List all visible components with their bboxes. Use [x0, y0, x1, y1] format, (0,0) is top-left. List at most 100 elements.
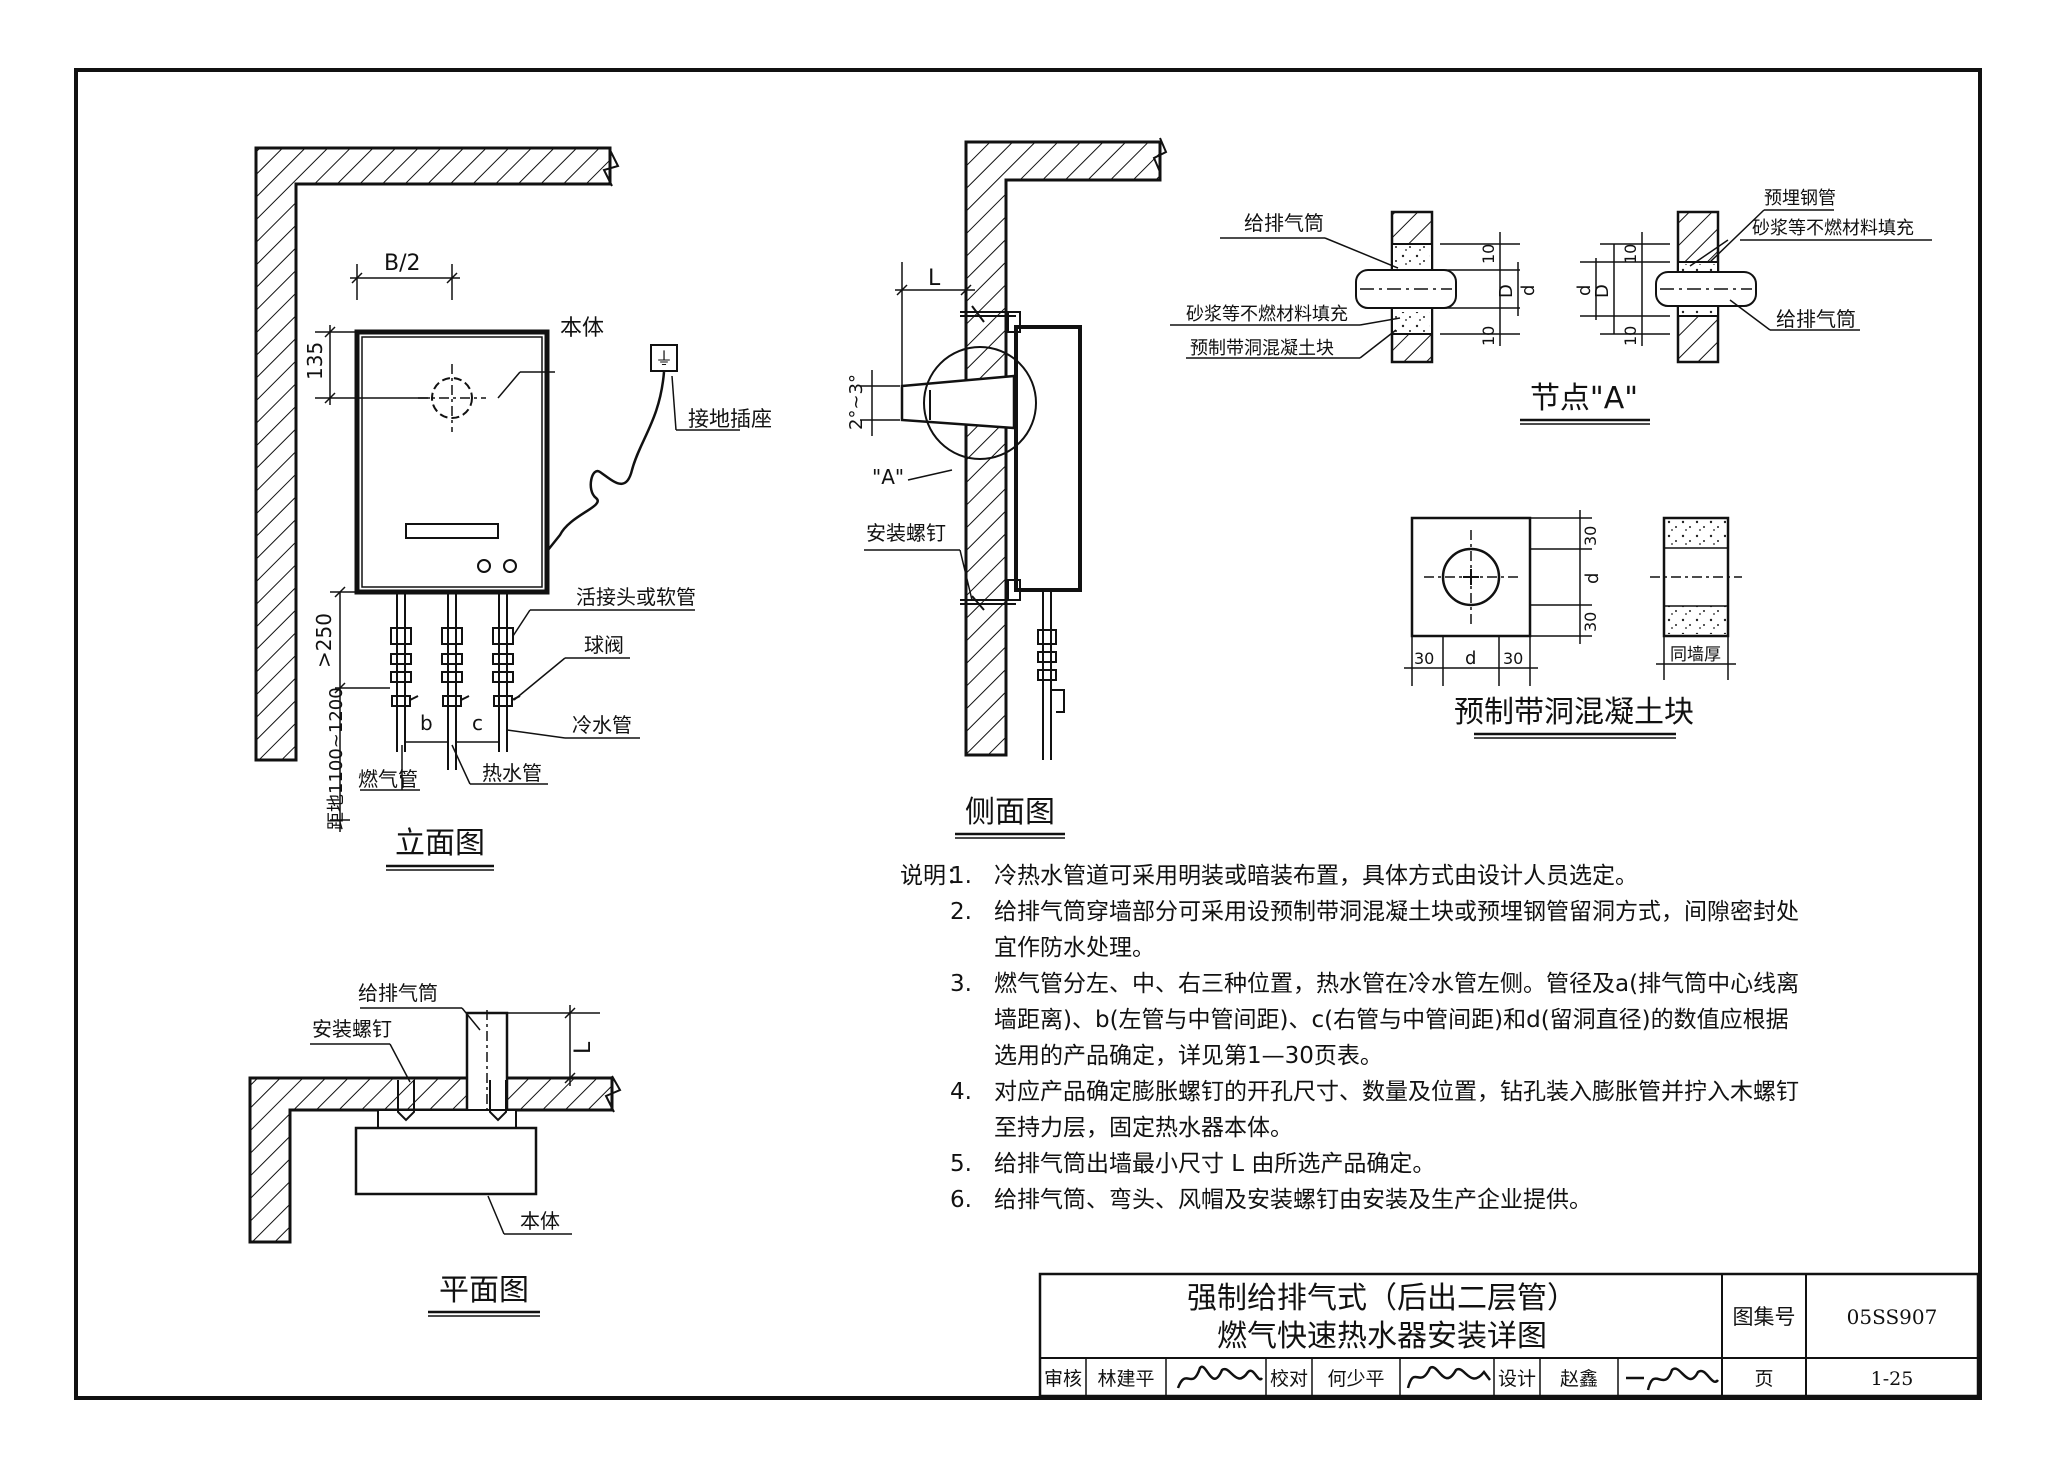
drawing-title-line1: 强制给排气式（后出二层管） — [1187, 1281, 1577, 1316]
label-node-dim-d: d — [1518, 285, 1539, 296]
label-dim-b: b — [420, 711, 433, 735]
label-cold-pipe: 冷水管 — [572, 713, 632, 737]
drawing-title-line2: 燃气快速热水器安装详图 — [1217, 1319, 1547, 1354]
side-title: 侧面图 — [965, 795, 1055, 830]
plan-body — [354, 1126, 538, 1196]
heater-body — [354, 329, 550, 595]
atlas-number: 05SS907 — [1847, 1305, 1938, 1329]
label-side-L: L — [928, 266, 941, 291]
note-number: 3. — [950, 971, 972, 997]
label-dim-135: 135 — [303, 342, 327, 380]
notes: 说明： 1. 冷热水管道可采用明装或暗装布置，具体方式由设计人员选定。 2. 给… — [900, 858, 1800, 1218]
label-node-dim-D: D — [1496, 284, 1517, 298]
note-number: 2. — [950, 899, 972, 925]
side-wall — [964, 140, 1162, 757]
reviewer-signature — [1176, 1365, 1264, 1389]
label-dim-250: >250 — [312, 613, 336, 668]
label-node-flue-right: 给排气筒 — [1776, 307, 1856, 331]
block-hole — [1441, 547, 1501, 607]
label-plan-body: 本体 — [520, 1209, 560, 1233]
elevation-title: 立面图 — [395, 826, 485, 861]
label-node-ref: "A" — [872, 465, 904, 489]
ground-cable — [547, 371, 666, 551]
title-block: 强制给排气式（后出二层管） 燃气快速热水器安装详图 图集号 05SS907 审核… — [1038, 1272, 1980, 1398]
note-text: 给排气筒、弯头、风帽及安装螺钉由安装及生产企业提供。 — [994, 1187, 1592, 1213]
note-item: 5. 给排气筒出墙最小尺寸 L 由所选产品确定。 — [900, 1146, 1800, 1182]
label-half-width: B/2 — [384, 251, 421, 276]
precast-block-detail: 30 d 30 30 d 30 同墙厚 预制带洞混凝土块 — [1404, 510, 1742, 739]
designer-name: 赵鑫 — [1560, 1368, 1598, 1390]
label-hot-pipe: 热水管 — [482, 761, 542, 785]
notes-lead: 说明： — [900, 863, 969, 889]
note-number: 4. — [950, 1079, 972, 1105]
block-title: 预制带洞混凝土块 — [1454, 695, 1694, 730]
note-text: 给排气筒穿墙部分可采用设预制带洞混凝土块或预埋钢管留洞方式，间隙密封处宜作防水处… — [994, 899, 1799, 961]
note-item: 3. 燃气管分左、中、右三种位置，热水管在冷水管左侧。管径及a(排气筒中心线离墙… — [900, 966, 1800, 1074]
label-body: 本体 — [560, 316, 604, 341]
label-node-precast: 预制带洞混凝土块 — [1190, 338, 1334, 359]
elevation-view: ⏚ B/2 本体 — [254, 146, 772, 871]
label-node-dim-10: 10 — [1479, 326, 1498, 346]
label-ground-socket: 接地插座 — [688, 407, 772, 431]
label-side-mount-screw: 安装螺钉 — [866, 521, 946, 545]
designer-signature — [1626, 1367, 1719, 1391]
label-block-dim-30: 30 — [1581, 612, 1600, 632]
label-node-dim-10: 10 — [1621, 244, 1640, 264]
heater-pipes — [390, 592, 521, 770]
label-ball-valve: 球阀 — [584, 633, 624, 657]
elevation-wall — [254, 146, 612, 762]
label-node-dim-10: 10 — [1621, 326, 1640, 346]
node-a-circle — [923, 346, 1037, 460]
label-node-dim-10: 10 — [1479, 244, 1498, 264]
knob-icon — [477, 559, 491, 573]
checker-name: 何少平 — [1327, 1368, 1384, 1390]
label-block-dim-d: d — [1582, 573, 1603, 584]
label-wall-thickness: 同墙厚 — [1670, 645, 1721, 665]
page-number: 1-25 — [1871, 1368, 1914, 1390]
node-a-title: 节点"A" — [1530, 381, 1638, 416]
checker-signature — [1406, 1365, 1491, 1389]
flue-pipe — [900, 374, 1016, 430]
label-block-dim-30: 30 — [1503, 649, 1523, 668]
label-node-dim-D: D — [1592, 284, 1613, 298]
plan-view: 给排气筒 安装螺钉 L 本体 平面图 — [248, 981, 622, 1317]
label-pipe-height: 距地1100~1200 — [326, 687, 347, 830]
page-label: 页 — [1754, 1368, 1773, 1390]
note-number: 1. — [950, 863, 972, 889]
note-item: 2. 给排气筒穿墙部分可采用设预制带洞混凝土块或预埋钢管留洞方式，间隙密封处宜作… — [900, 894, 1800, 966]
svg-text:⏚: ⏚ — [655, 349, 673, 370]
knob-icon — [503, 559, 517, 573]
label-block-dim-30: 30 — [1581, 526, 1600, 546]
design-label: 设计 — [1498, 1368, 1536, 1390]
note-item: 1. 冷热水管道可采用明装或暗装布置，具体方式由设计人员选定。 — [900, 858, 1800, 894]
label-node-mortar-right: 砂浆等不燃材料填充 — [1752, 218, 1914, 239]
label-plan-flue: 给排气筒 — [358, 981, 438, 1005]
side-view: L 2°~3° "A" 安装螺钉 侧面图 — [846, 137, 1168, 839]
atlas-label: 图集号 — [1733, 1305, 1796, 1329]
note-text: 给排气筒出墙最小尺寸 L 由所选产品确定。 — [994, 1151, 1436, 1177]
review-label: 审核 — [1044, 1368, 1082, 1390]
label-dim-c: c — [472, 711, 483, 735]
label-slope: 2°~3° — [846, 374, 867, 430]
label-plan-L: L — [571, 1041, 596, 1054]
ground-socket-icon — [650, 344, 678, 372]
note-number: 6. — [950, 1187, 972, 1213]
plan-title: 平面图 — [439, 1273, 529, 1308]
label-node-dim-d: d — [1574, 285, 1595, 296]
label-gas-pipe: 燃气管 — [358, 767, 418, 791]
note-item: 6. 给排气筒、弯头、风帽及安装螺钉由安装及生产企业提供。 — [900, 1182, 1800, 1218]
label-plan-mount-screw: 安装螺钉 — [312, 1017, 392, 1041]
note-text: 冷热水管道可采用明装或暗装布置，具体方式由设计人员选定。 — [994, 863, 1638, 889]
reviewer-name: 林建平 — [1097, 1368, 1154, 1390]
node-a-detail: 给排气筒 砂浆等不燃材料填充 预制带洞混凝土块 预埋钢管 砂浆等不燃材料填充 给… — [1170, 188, 1932, 425]
label-block-dim-30: 30 — [1414, 649, 1434, 668]
note-text: 燃气管分左、中、右三种位置，热水管在冷水管左侧。管径及a(排气筒中心线离墙距离)… — [994, 971, 1800, 1069]
sheet-border — [74, 68, 1982, 1400]
label-block-dim-d: d — [1465, 648, 1476, 669]
note-number: 5. — [950, 1151, 972, 1177]
label-node-embedded-pipe: 预埋钢管 — [1764, 188, 1836, 209]
note-text: 对应产品确定膨胀螺钉的开孔尺寸、数量及位置，钻孔装入膨胀管并拧入木螺钉至持力层，… — [994, 1079, 1799, 1141]
block-front — [1410, 516, 1532, 638]
note-item: 4. 对应产品确定膨胀螺钉的开孔尺寸、数量及位置，钻孔装入膨胀管并拧入木螺钉至持… — [900, 1074, 1800, 1146]
